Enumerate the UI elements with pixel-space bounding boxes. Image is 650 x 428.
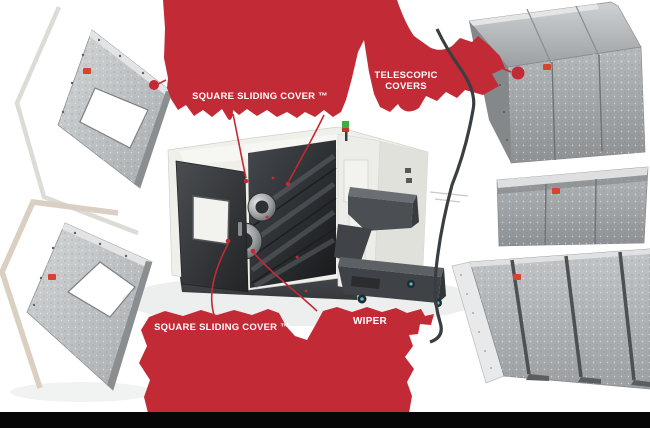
callout-dot-icon	[511, 66, 525, 80]
bottom-bar	[0, 412, 650, 428]
square-sliding-cover-panel-top-left	[57, 29, 173, 189]
machine-window	[192, 195, 230, 245]
machine-top-lid	[179, 134, 346, 166]
label-telescopic-covers: TELESCOPIC COVERS	[374, 70, 438, 92]
panel-floor-shadow	[10, 382, 154, 402]
leader-lines-bottom	[210, 243, 318, 316]
leader-lines-top	[157, 65, 512, 182]
telescopic-cover-bottom-right	[451, 248, 650, 390]
callout-blob-top	[163, 0, 505, 120]
frame-outline-bottom-left	[0, 199, 119, 389]
door-handle	[238, 222, 242, 236]
wireframe-outline-top-left	[14, 6, 139, 236]
signal-light-red	[342, 128, 349, 132]
brand-badge-icon	[48, 274, 56, 280]
callout-dot-icon	[250, 248, 256, 254]
signal-light-green	[342, 121, 349, 128]
callout-dots	[149, 66, 525, 187]
label-square-sliding-cover-bottom: SQUARE SLIDING COVER ™	[154, 322, 290, 333]
signal-tower	[342, 121, 349, 141]
cnc-machine	[167, 121, 469, 307]
telescopic-cover-top-right	[468, 1, 646, 164]
guide-rail	[429, 28, 476, 344]
label-square-sliding-cover-top: SQUARE SLIDING COVER ™	[192, 91, 328, 102]
callout-blob-bottom	[139, 307, 434, 413]
label-wiper: WIPER	[352, 316, 388, 327]
callout-dot-icon	[225, 238, 231, 244]
brand-badge-icon	[552, 188, 560, 194]
callout-dot-icon	[149, 80, 159, 90]
telescopic-cover-middle-right	[496, 166, 649, 247]
callout-dot-icon	[243, 178, 249, 184]
callout-dots-bottom	[225, 238, 256, 254]
brand-badge-icon	[543, 64, 551, 70]
part-markers	[265, 176, 308, 293]
brand-badge-icon	[513, 274, 521, 280]
callout-dot-icon	[285, 181, 291, 187]
brand-badge-icon	[83, 68, 91, 74]
machine-door	[175, 160, 249, 293]
square-sliding-cover-panel-bottom-left	[26, 222, 153, 391]
chip-conveyor	[334, 187, 446, 307]
